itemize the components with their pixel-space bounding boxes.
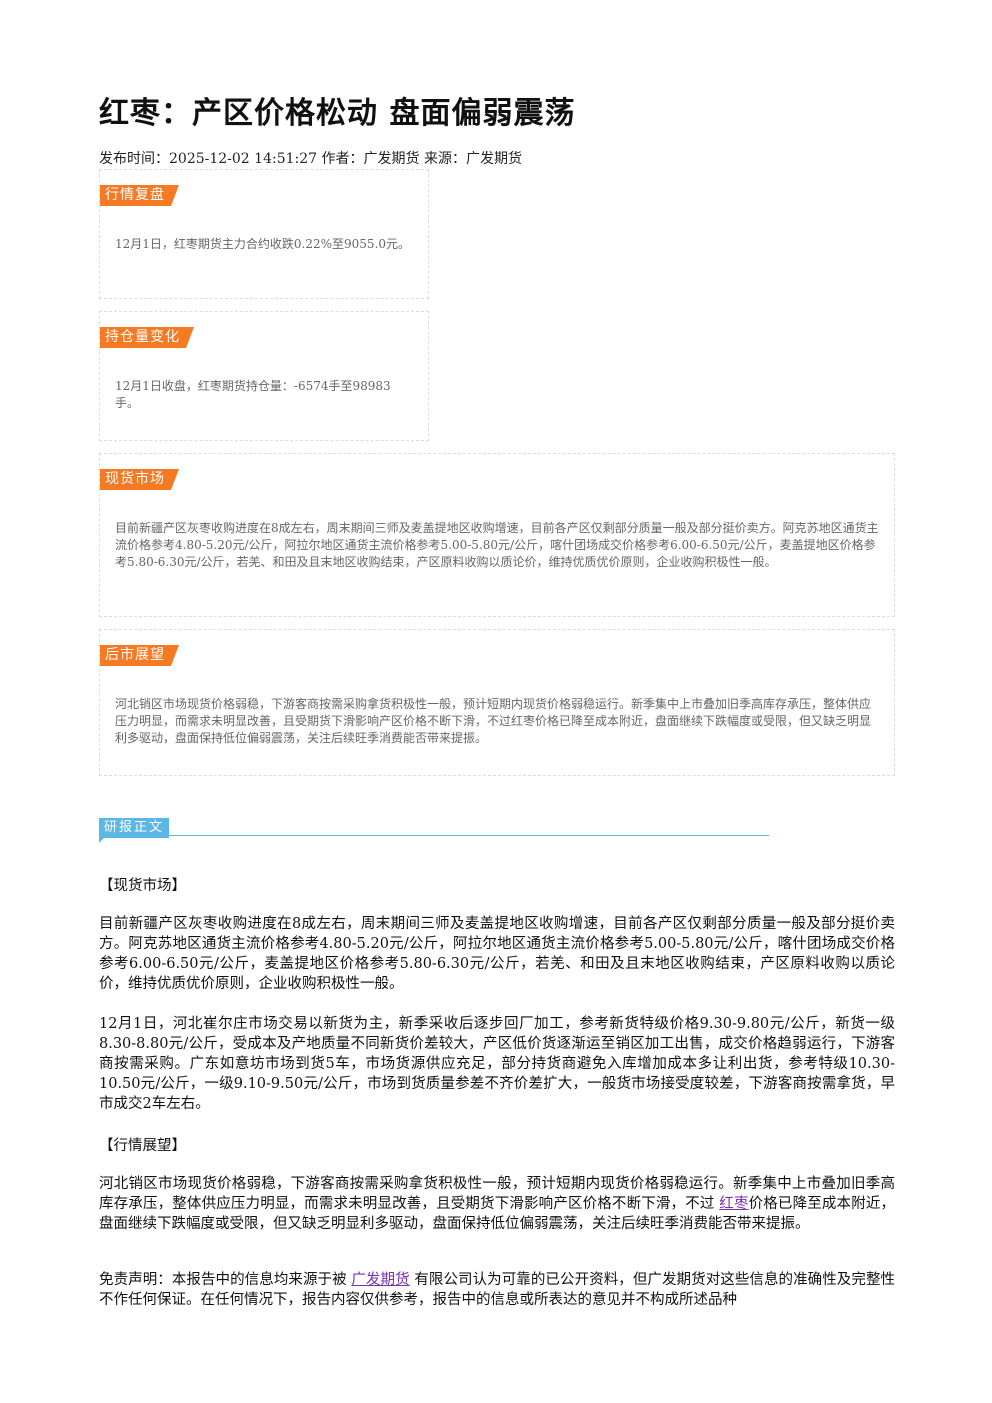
text: 免责声明：本报告中的信息均来源于被 [99, 1272, 352, 1288]
card-text: 河北销区市场现货价格弱稳，下游客商按需采购拿货积极性一般，预计短期内现货价格弱稳… [115, 697, 872, 745]
summary-card-open-interest: 持仓量变化 12月1日收盘，红枣期货持仓量：-6574手至98983手。 [99, 311, 429, 441]
text: 价格已降至成本附近，盘面继续下跌幅度或受限，但又缺乏明显利多驱动，盘面保持低位偏… [99, 1196, 896, 1232]
section-divider [99, 835, 769, 836]
section-title: 研报正文 [99, 818, 170, 838]
card-tag: 行情复盘 [100, 185, 179, 206]
card-text: 12月1日，红枣期货主力合约收跌0.22%至9055.0元。 [115, 237, 411, 251]
paragraph: 目前新疆产区灰枣收购进度在8成左右，周末期间三师及麦盖提地区收购增速，目前各产区… [99, 916, 895, 992]
keyword-link-jujube[interactable]: 红枣 [719, 1196, 749, 1212]
company-link[interactable]: 广发期货 [351, 1272, 410, 1288]
card-text: 目前新疆产区灰枣收购进度在8成左右，周末期间三师及麦盖提地区收购增速，目前各产区… [115, 521, 879, 569]
summary-card-spot-market: 现货市场 目前新疆产区灰枣收购进度在8成左右，周末期间三师及麦盖提地区收购增速，… [99, 453, 895, 617]
page-title: 红枣：产区价格松动 盘面偏弱震荡 [99, 96, 576, 131]
card-tag: 现货市场 [100, 469, 179, 490]
card-tag: 持仓量变化 [100, 327, 194, 348]
card-text: 12月1日收盘，红枣期货持仓量：-6574手至98983手。 [115, 379, 391, 410]
summary-card-outlook: 后市展望 河北销区市场现货价格弱稳，下游客商按需采购拿货积极性一般，预计短期内现… [99, 629, 895, 776]
text: 河北销区市场现货价格弱稳，下游客商按需采购拿货积极性一般，预计短期内现货价格弱稳… [99, 1176, 895, 1212]
paragraph: 河北销区市场现货价格弱稳，下游客商按需采购拿货积极性一般，预计短期内现货价格弱稳… [99, 1174, 895, 1234]
heading-outlook: 【行情展望】 [99, 1138, 186, 1154]
heading-spot-market: 【现货市场】 [99, 878, 186, 894]
section-corner [99, 838, 104, 843]
text: 有限公司认为可靠的已公开资料，但广发期货对这些信息的准确性及完整性不作任何保证。… [99, 1272, 896, 1308]
card-tag: 后市展望 [100, 645, 179, 666]
disclaimer: 免责声明：本报告中的信息均来源于被 广发期货 有限公司认为可靠的已公开资料，但广… [99, 1270, 895, 1310]
summary-card-market-review: 行情复盘 12月1日，红枣期货主力合约收跌0.22%至9055.0元。 [99, 169, 429, 299]
section-header: 研报正文 [99, 818, 769, 843]
publish-meta: 发布时间：2025-12-02 14:51:27 作者：广发期货 来源：广发期货 [99, 151, 522, 167]
paragraph: 12月1日，河北崔尔庄市场交易以新货为主，新季采收后逐步回厂加工，参考新货特级价… [99, 1016, 895, 1112]
